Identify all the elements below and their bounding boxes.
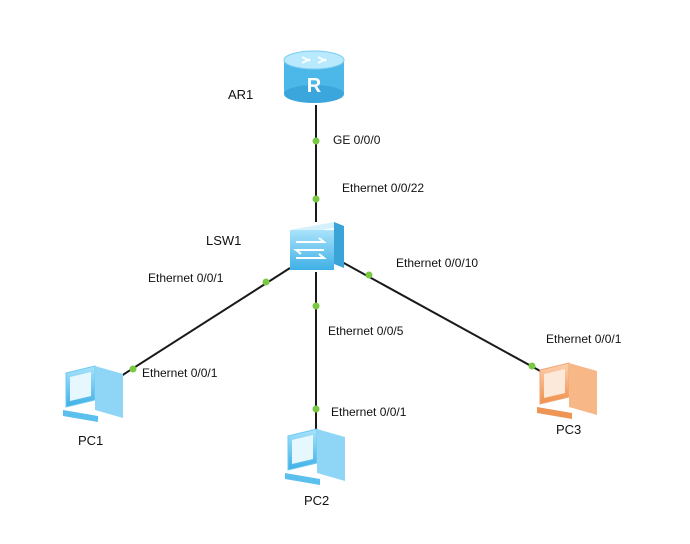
port-dot-lsw1-e001 [262,278,270,286]
switch-label: LSW1 [206,233,241,248]
port-label-lsw1-e0022: Ethernet 0/0/22 [342,181,424,195]
router-ar1[interactable]: R AR1 [228,50,345,103]
pc3[interactable]: PC3 [537,362,597,437]
port-dot-pc2-e001 [312,405,320,413]
port-dot-pc3-e001 [528,362,536,370]
pc1[interactable]: PC1 [63,365,123,448]
port-label-ar1-ge000: GE 0/0/0 [333,133,381,147]
port-dot-pc1-e001 [129,365,137,373]
port-label-lsw1-e001: Ethernet 0/0/1 [148,271,224,285]
pc1-label: PC1 [78,433,103,448]
port-label-lsw1-e0010: Ethernet 0/0/10 [396,256,478,270]
port-dot-lsw1-e0022 [312,195,320,203]
port-label-pc1-e001: Ethernet 0/0/1 [142,366,218,380]
pc2[interactable]: PC2 [285,428,345,508]
link-lsw1-pc3[interactable] [341,261,543,373]
router-icon: R [283,50,345,103]
svg-text:R: R [307,75,322,97]
pc-icon [63,365,123,422]
pc2-label: PC2 [304,493,329,508]
switch-lsw1[interactable]: LSW1 [206,222,344,270]
router-label: AR1 [228,87,253,102]
port-dots [129,137,536,413]
pc3-label: PC3 [556,422,581,437]
pc-icon [285,428,345,485]
link-lsw1-pc1[interactable] [117,267,291,379]
pc-icon [537,362,597,419]
port-label-lsw1-e005: Ethernet 0/0/5 [328,324,404,338]
port-label-pc3-e001: Ethernet 0/0/1 [546,332,622,346]
port-dot-lsw1-e005 [312,302,320,310]
port-labels: GE 0/0/0 Ethernet 0/0/22 Ethernet 0/0/1 … [142,133,622,419]
port-dot-ar1-ge000 [312,137,320,145]
switch-icon [290,222,344,270]
port-dot-lsw1-e0010 [365,271,373,279]
port-label-pc2-e001: Ethernet 0/0/1 [331,405,407,419]
